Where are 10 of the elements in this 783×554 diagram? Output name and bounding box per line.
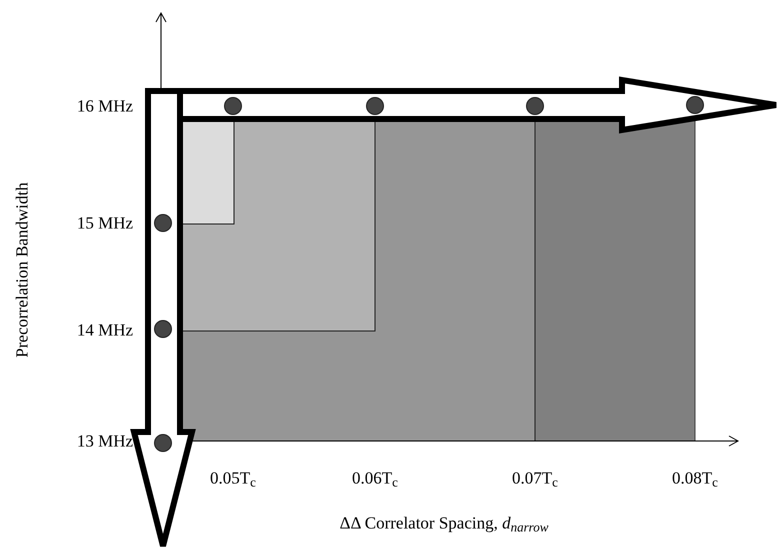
axis-tick-label: 15 MHz [76,214,134,232]
axis-tick-label: 16 MHz [76,98,134,114]
axis-title: ΔΔ Correlator Spacing, d$_{narrow}$ [340,514,548,532]
axis-tick-label: 0.05T$_{c}$ [210,470,256,486]
axis-tick-label: 13 MHz [76,432,134,450]
axis-tick-label: 0.06T$_{c}$ [352,470,398,486]
axis-tick-label: 0.08T$_{c}$ [672,470,718,486]
axis-title: Precorrelation Bandwidth [14,182,30,358]
axis-tick-label: 14 MHz [76,322,134,338]
axis-tick-label: 0.07T$_{c}$ [512,470,558,486]
